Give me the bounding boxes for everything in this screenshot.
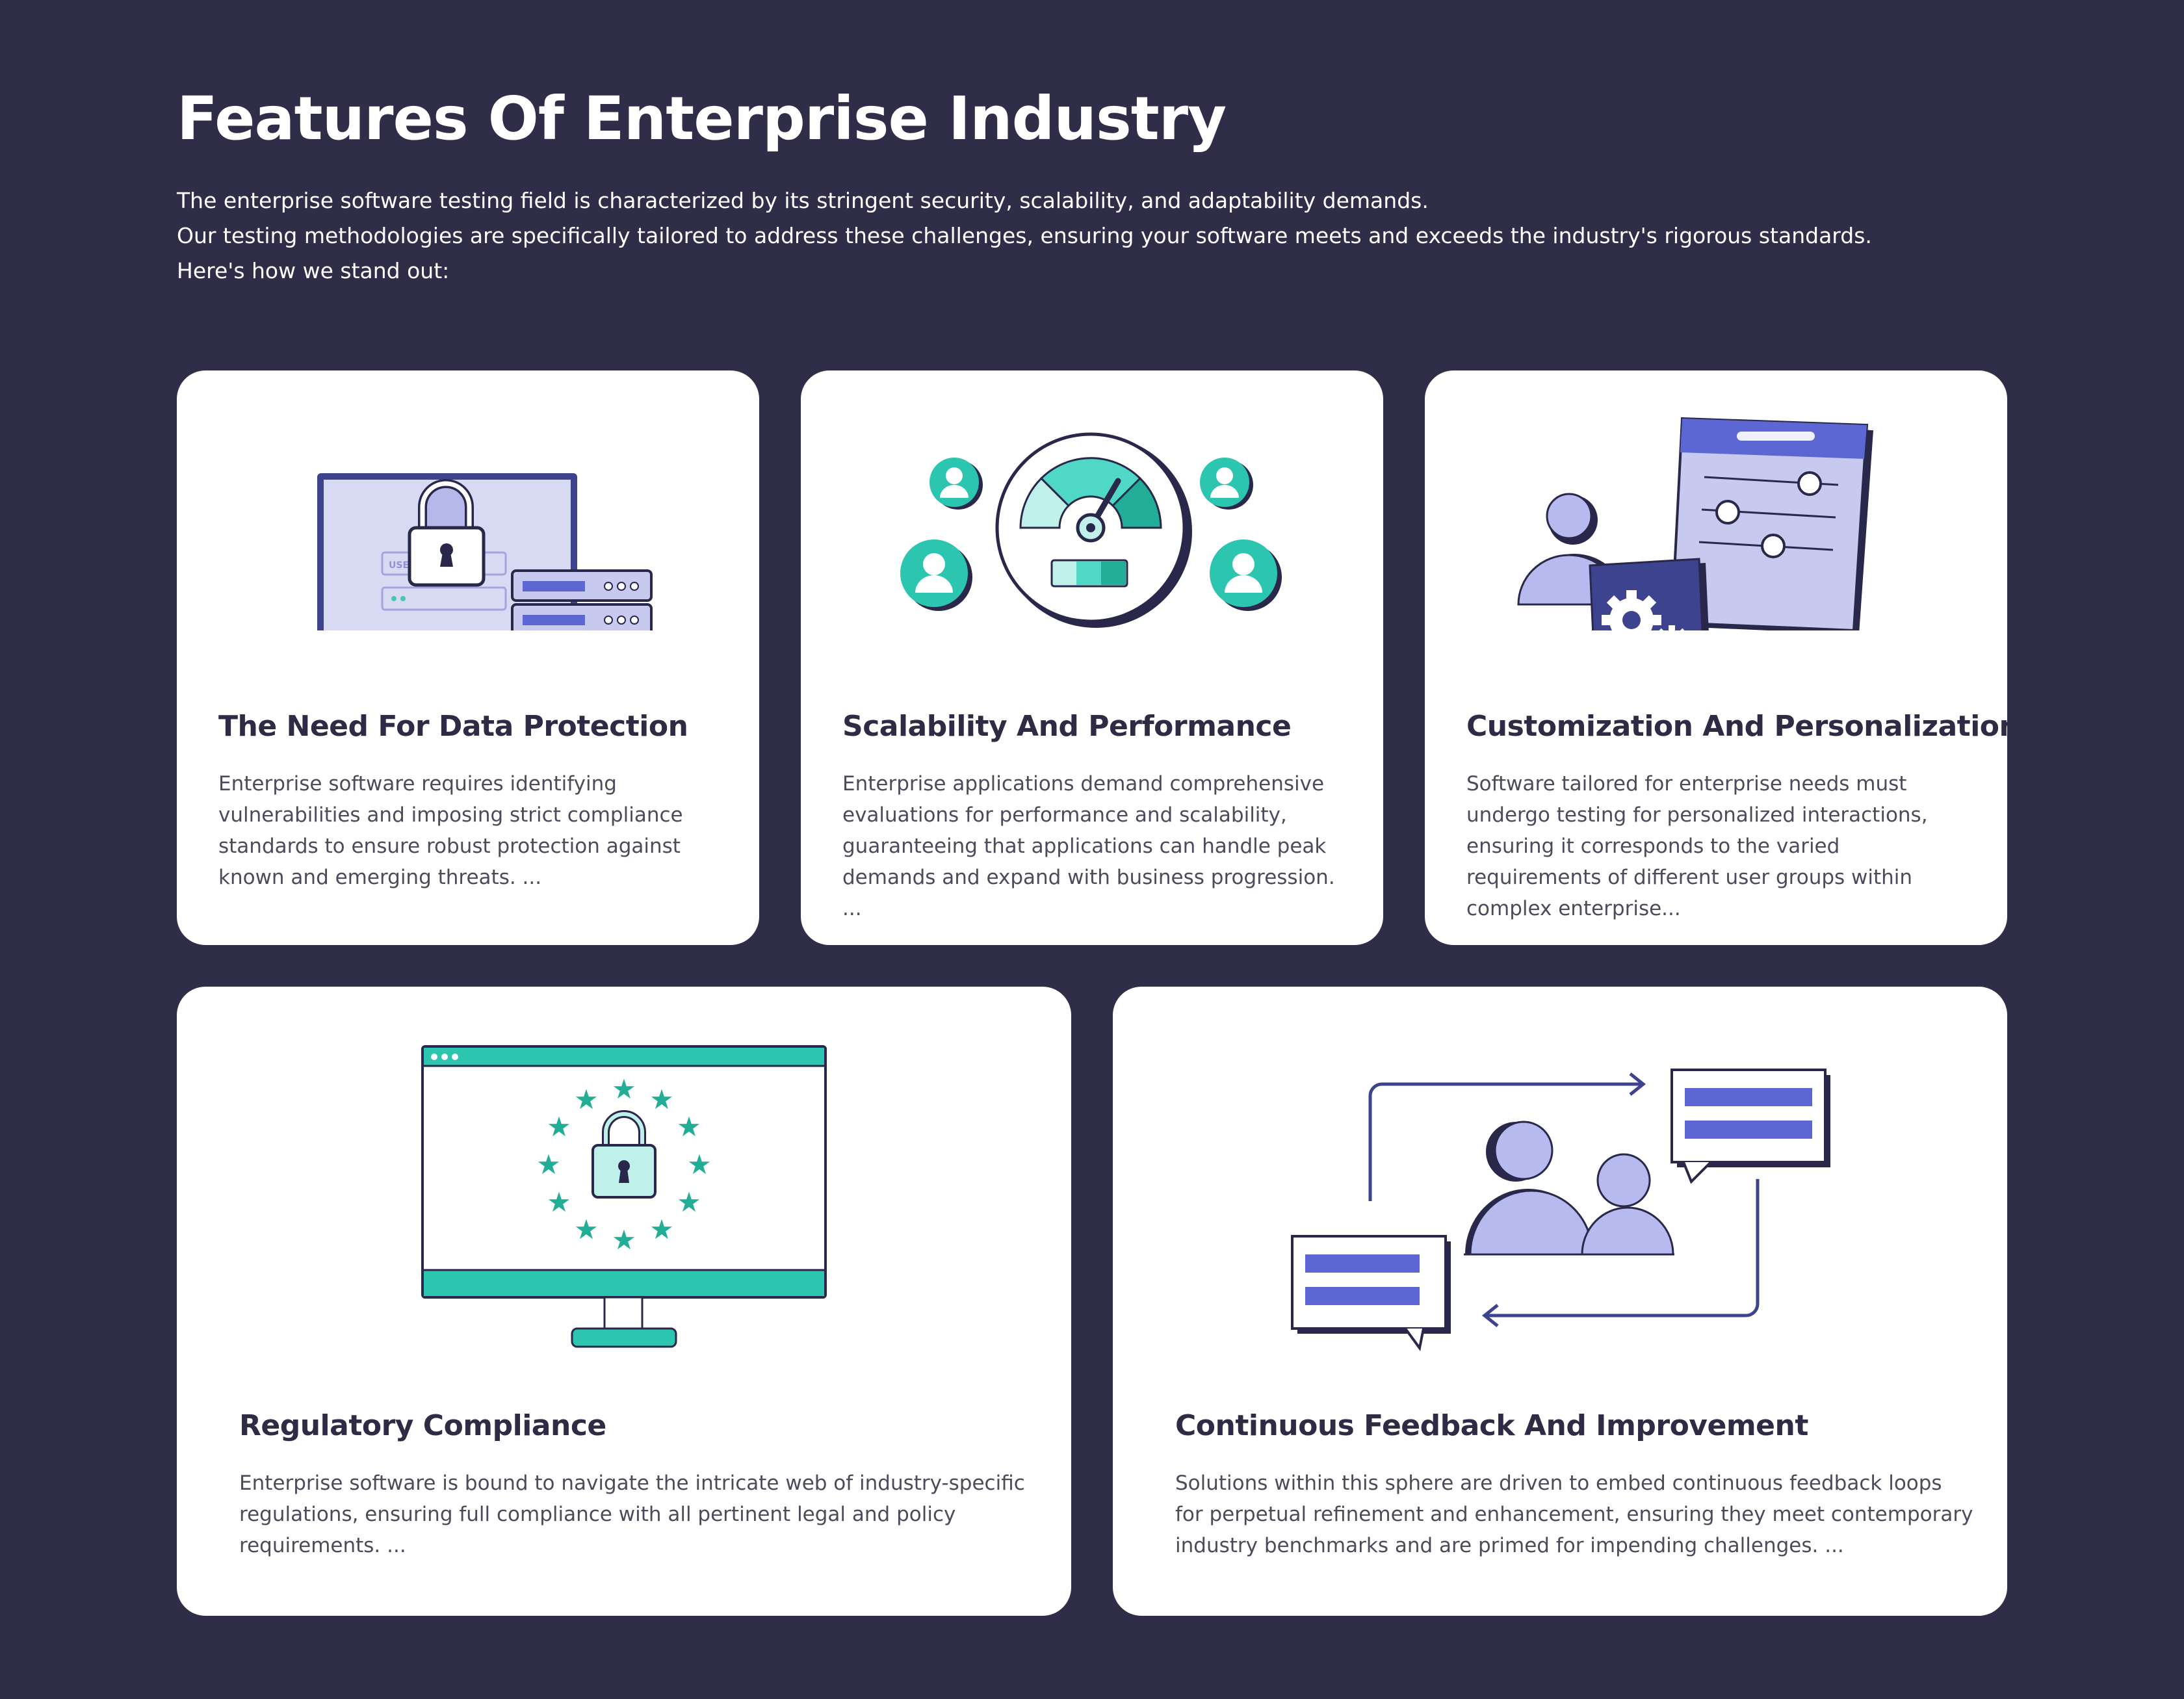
card-title: Regulatory Compliance [239,1409,606,1442]
feedback-loop-icon [1291,1069,1830,1351]
svg-text:★: ★ [574,1083,599,1115]
svg-text:★: ★ [547,1111,571,1143]
svg-text:★: ★ [547,1186,571,1218]
svg-text:★: ★ [677,1186,701,1218]
login-field-label: USE [389,560,409,571]
card-description: Solutions within this sphere are driven … [1175,1472,1973,1557]
svg-text:★: ★ [649,1083,674,1115]
card-description: Enterprise software is bound to navigate… [239,1472,1025,1557]
svg-text:★: ★ [574,1213,599,1245]
intro-line: The enterprise software testing field is… [177,188,1429,213]
intro-line: Here's how we stand out: [177,258,450,283]
page-title: Features Of Enterprise Industry [177,84,1227,153]
laptop-lock-server-icon: USE [317,473,653,630]
card-title: Scalability And Performance [842,710,1292,743]
intro-text: The enterprise software testing field is… [177,183,2062,289]
svg-text:★: ★ [649,1213,674,1245]
card-title: Customization And Personalization [1466,710,2007,743]
card-title: Continuous Feedback And Improvement [1175,1409,1808,1442]
svg-text:★: ★ [677,1111,701,1143]
feature-card-customization[interactable]: Customization And Personalization Softwa… [1425,370,2007,945]
svg-text:★: ★ [687,1148,712,1180]
svg-text:★: ★ [612,1073,636,1105]
card-title: The Need For Data Protection [218,710,688,743]
card-description: Software tailored for enterprise needs m… [1466,772,1928,920]
monitor-eu-lock-icon: ★ ★ ★ ★ ★ ★ ★ ★ ★ ★ ★ ★ [421,1045,827,1348]
card-description: Enterprise software requires identifying… [218,772,683,889]
feature-card-regulatory-compliance[interactable]: ★ ★ ★ ★ ★ ★ ★ ★ ★ ★ ★ ★ Regulatory Compl… [177,987,1071,1616]
settings-sliders-icon [1517,417,1873,630]
speedometer-users-icon [900,432,1282,628]
card-description: Enterprise applications demand comprehen… [842,772,1335,920]
feature-card-continuous-feedback[interactable]: Continuous Feedback And Improvement Solu… [1113,987,2007,1616]
svg-text:★: ★ [536,1148,561,1180]
svg-text:★: ★ [612,1224,636,1256]
feature-card-scalability[interactable]: Scalability And Performance Enterprise a… [801,370,1383,945]
intro-line: Our testing methodologies are specifical… [177,223,1872,248]
feature-card-data-protection[interactable]: USE The Need For Data Protection Enterpr… [177,370,759,945]
